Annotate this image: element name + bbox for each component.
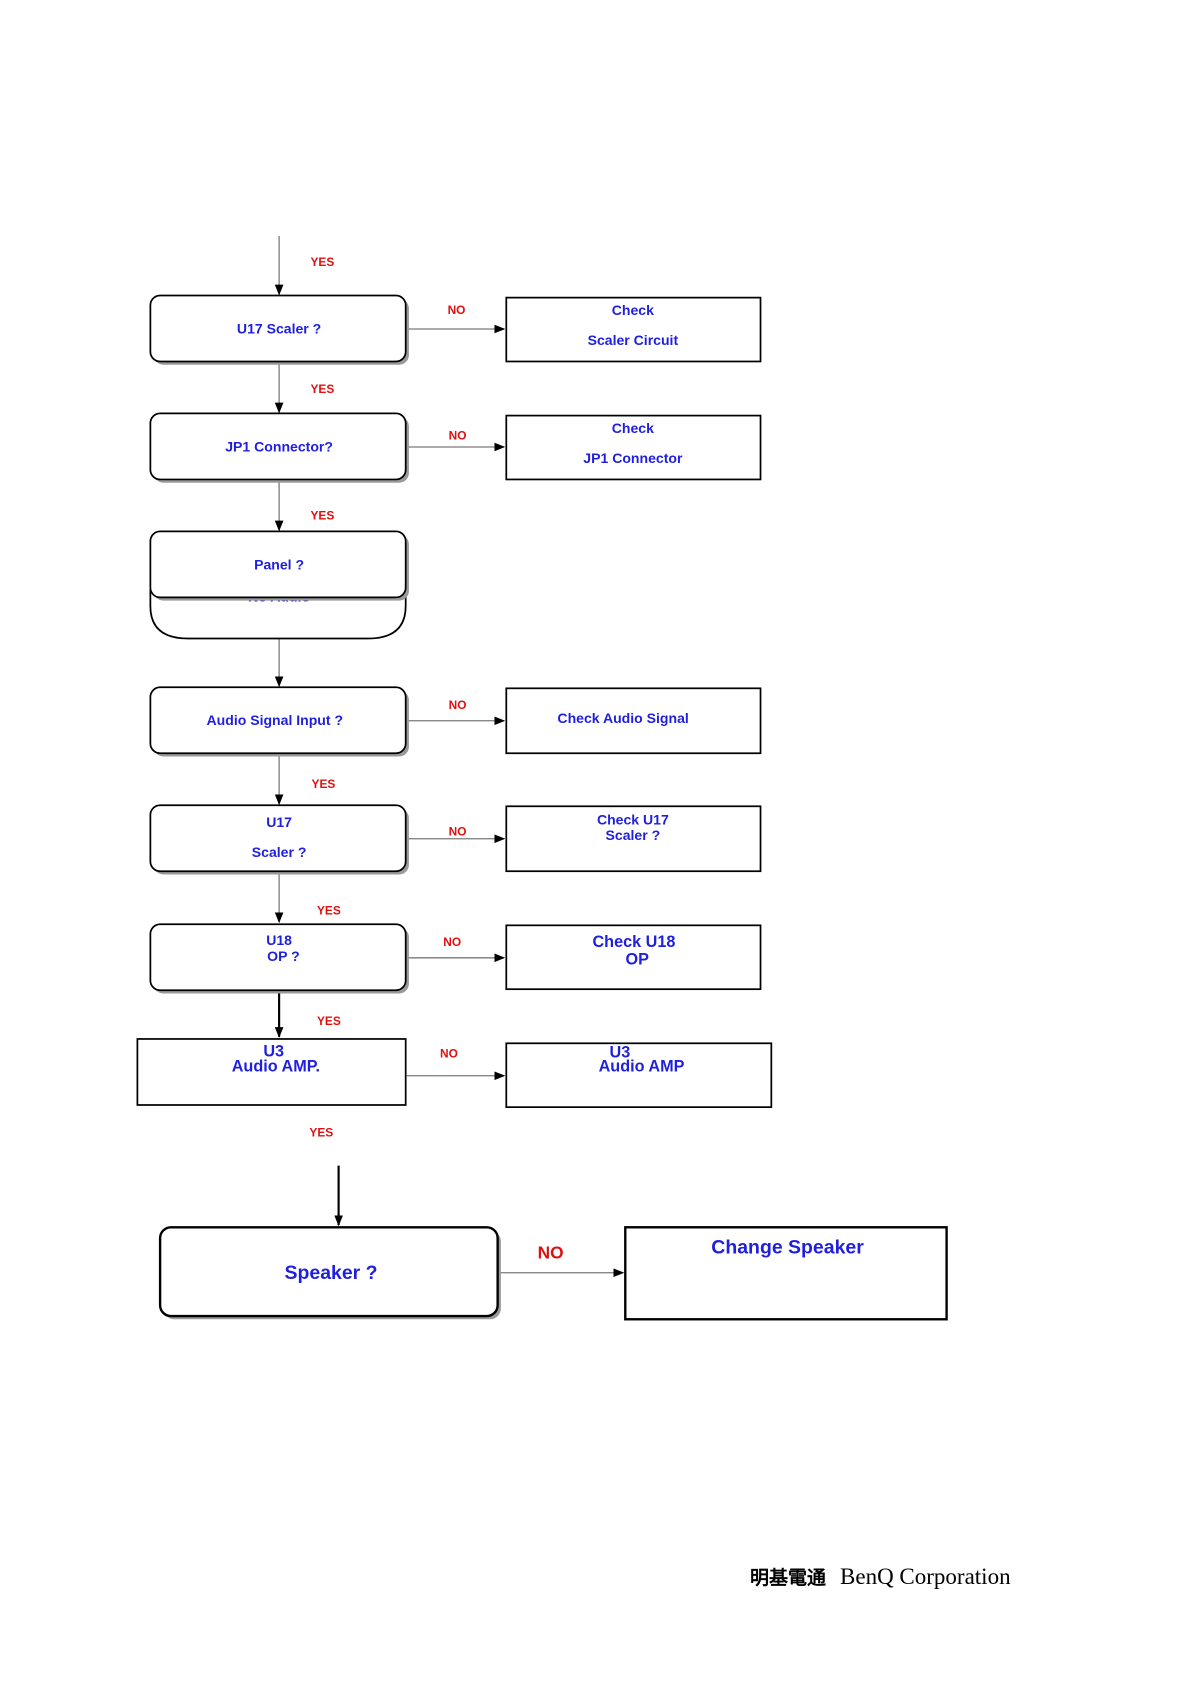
- decision-u3-audio-amp: U3 Audio AMP.: [136, 1038, 407, 1106]
- no-label: NO: [440, 1046, 458, 1060]
- svg-text:Speaker ?: Speaker ?: [285, 1262, 378, 1284]
- svg-text:Check: Check: [612, 302, 654, 318]
- action-check-scaler-circuit: Check Scaler Circuit: [505, 296, 762, 363]
- decision-u17-scaler-2: U17 Scaler ?: [149, 804, 409, 875]
- company-footer: 明基電通 BenQ Corporation: [750, 1563, 1011, 1590]
- no-label: NO: [449, 428, 467, 442]
- decision-audio-signal-input: Audio Signal Input ?: [149, 686, 409, 757]
- svg-text:Check: Check: [612, 420, 654, 436]
- svg-text:Scaler ?: Scaler ?: [252, 844, 307, 860]
- svg-text:U3: U3: [263, 1042, 284, 1060]
- action-change-speaker: Change Speaker: [624, 1226, 948, 1321]
- svg-text:Scaler Circuit: Scaler Circuit: [588, 332, 679, 348]
- yes-label: YES: [309, 1125, 333, 1139]
- company-name-english: BenQ Corporation: [840, 1564, 1011, 1589]
- action-u3-audio-amp: U3 Audio AMP: [505, 1042, 773, 1109]
- svg-text:Audio Signal Input ?: Audio Signal Input ?: [207, 712, 344, 728]
- svg-text:JP1 Connector: JP1 Connector: [583, 450, 683, 466]
- no-label: NO: [538, 1243, 564, 1263]
- action-check-u17-scaler: Check U17 Scaler ?: [505, 805, 762, 873]
- svg-text:U3: U3: [610, 1043, 631, 1061]
- no-label: NO: [443, 935, 461, 949]
- yes-label: YES: [310, 382, 334, 396]
- no-label: NO: [449, 825, 467, 839]
- svg-text:JP1 Connector?: JP1 Connector?: [225, 438, 333, 454]
- svg-text:Audio AMP: Audio AMP: [599, 1057, 685, 1075]
- svg-text:Check U17: Check U17: [597, 812, 669, 828]
- decision-panel: Panel ?: [149, 530, 409, 601]
- decision-jp1-connector: JP1 Connector?: [149, 412, 409, 483]
- decision-u17-scaler: U17 Scaler ?: [149, 294, 409, 365]
- company-name-chinese: 明基電通: [750, 1567, 827, 1589]
- yes-label: YES: [312, 777, 336, 791]
- svg-text:U17: U17: [266, 814, 292, 830]
- yes-label: YES: [317, 904, 341, 918]
- svg-text:U18: U18: [266, 932, 292, 948]
- yes-label: YES: [317, 1014, 341, 1028]
- svg-text:Scaler ?: Scaler ?: [606, 827, 661, 843]
- no-label: NO: [448, 303, 466, 317]
- action-check-audio-signal: Check Audio Signal: [505, 687, 762, 755]
- action-check-jp1-connector: Check JP1 Connector: [505, 414, 762, 481]
- svg-text:Change Speaker: Change Speaker: [711, 1236, 864, 1258]
- svg-text:Audio AMP.: Audio AMP.: [232, 1057, 320, 1075]
- yes-label: YES: [310, 508, 334, 522]
- no-label: NO: [449, 698, 467, 712]
- decision-speaker: Speaker ?: [158, 1226, 501, 1320]
- decision-u18-op: U18 OP ?: [149, 923, 409, 994]
- svg-text:Check Audio Signal: Check Audio Signal: [557, 710, 688, 726]
- svg-text:Panel ?: Panel ?: [254, 556, 304, 572]
- yes-label: YES: [310, 255, 334, 269]
- svg-text:Check U18: Check U18: [592, 933, 675, 951]
- action-check-u18-op: Check U18 OP: [505, 924, 762, 991]
- svg-text:OP: OP: [625, 950, 649, 968]
- svg-text:OP ?: OP ?: [267, 948, 300, 964]
- svg-text:U17 Scaler ?: U17 Scaler ?: [237, 320, 321, 336]
